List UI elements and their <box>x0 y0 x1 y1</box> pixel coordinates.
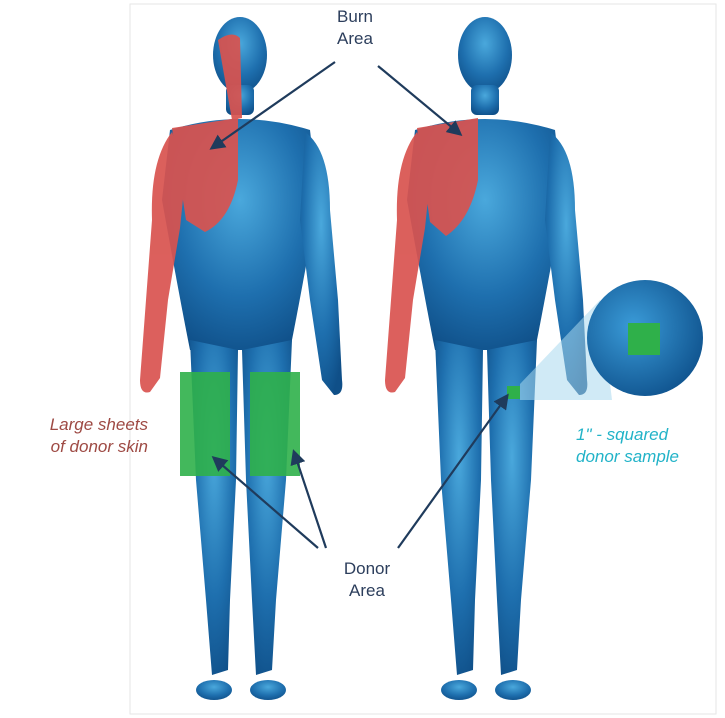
donor-arrow-right-thigh <box>294 452 326 548</box>
squared-sample-label: 1" - squared donor sample <box>576 424 718 468</box>
donor-area-label: Donor Area <box>322 558 412 602</box>
left-body-figure <box>140 17 342 700</box>
right-thigh-donor-patch <box>250 372 300 476</box>
magnified-donor-square <box>628 323 660 355</box>
large-sheets-label: Large sheets of donor skin <box>10 414 148 458</box>
burn-area-label: Burn Area <box>315 6 395 50</box>
left-thigh-donor-patch <box>180 372 230 476</box>
burn-arrow-right <box>378 66 460 134</box>
small-donor-square <box>507 386 520 399</box>
